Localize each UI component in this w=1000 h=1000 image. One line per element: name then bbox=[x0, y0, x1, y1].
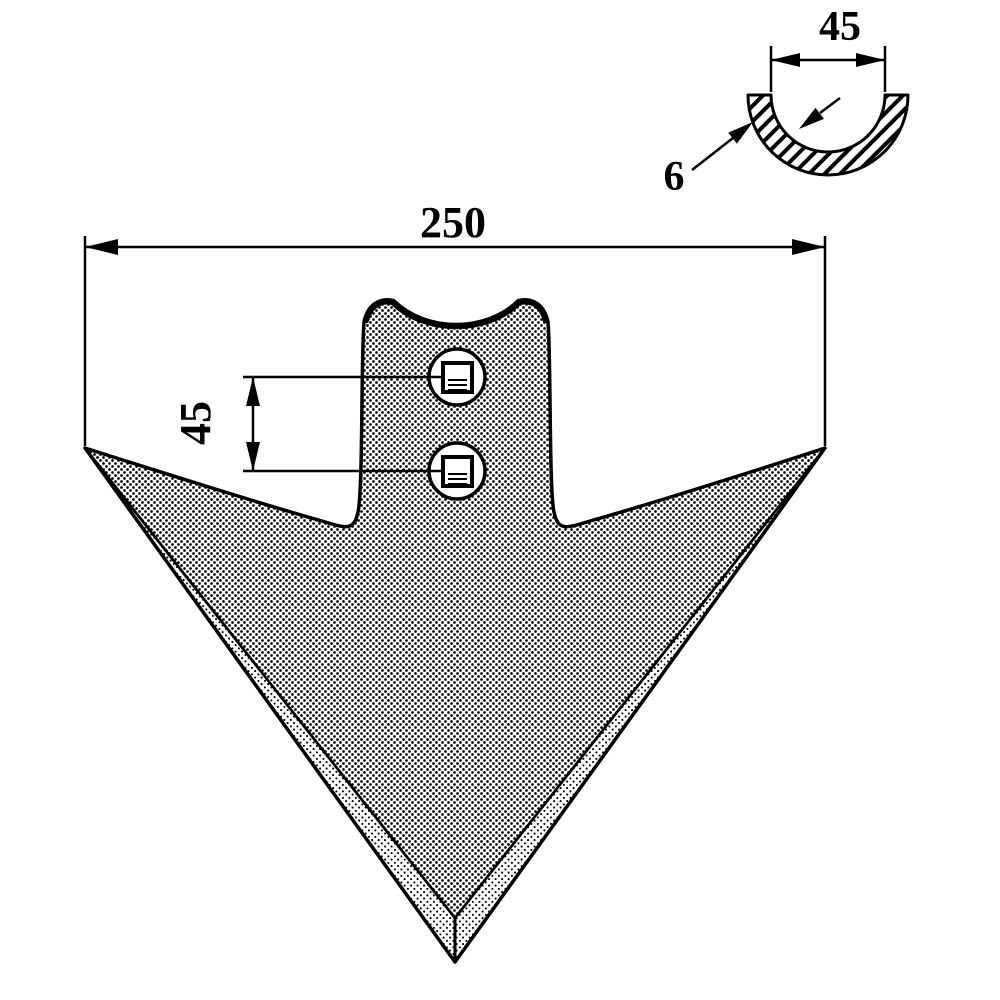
section-profile bbox=[746, 93, 910, 177]
arrowhead-up bbox=[246, 377, 260, 406]
bevel-line-right bbox=[453, 447, 827, 919]
arrowhead-right bbox=[792, 239, 825, 255]
dimension-hole-spacing: 45 bbox=[171, 347, 487, 501]
dimension-overall-width: 250 bbox=[83, 198, 827, 446]
section-arrowhead-left bbox=[771, 53, 800, 67]
dim-overall-width-label: 250 bbox=[420, 198, 486, 247]
dim-hole-spacing-label: 45 bbox=[171, 401, 220, 445]
square-hole-upper bbox=[441, 361, 474, 394]
arrowhead-left bbox=[85, 239, 118, 255]
sweep-plan-view bbox=[83, 298, 827, 964]
thickness-leader bbox=[691, 137, 734, 171]
cross-section-view: 45 6 bbox=[664, 4, 910, 200]
shank-saddle-edge bbox=[362, 298, 550, 330]
arrowhead-down bbox=[246, 442, 260, 471]
sweep-body bbox=[85, 302, 825, 962]
dim-section-width-label: 45 bbox=[819, 4, 861, 50]
dim-thickness-label: 6 bbox=[664, 154, 685, 200]
thickness-arrowhead bbox=[728, 122, 753, 144]
section-arrowhead-right bbox=[856, 53, 885, 67]
square-hole-lower bbox=[441, 455, 474, 488]
bevel-line-left bbox=[83, 447, 457, 919]
inner-surface-arrowhead bbox=[799, 107, 824, 129]
inner-surface-leader bbox=[819, 97, 841, 114]
